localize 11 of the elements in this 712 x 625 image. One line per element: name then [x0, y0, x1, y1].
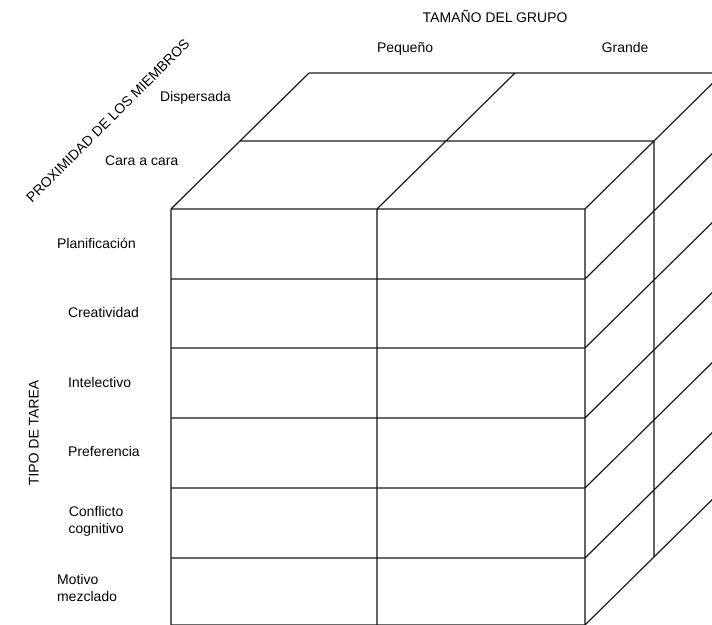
axis-label: TIPO DE TAREA	[26, 378, 42, 488]
axis-label: TAMAÑO DEL GRUPO	[422, 9, 568, 26]
row-label: Intelectivo	[68, 374, 132, 391]
row-label: Conflicto cognitivo	[67, 503, 125, 537]
row-label: Motivo mezclado	[57, 571, 118, 605]
row-label: Planificación	[57, 235, 137, 252]
column-label: Grande	[600, 39, 650, 56]
column-label: Pequeño	[376, 39, 434, 56]
row-label: Cara a cara	[105, 152, 180, 169]
row-label: Preferencia	[68, 443, 141, 460]
row-label: Creatividad	[68, 304, 140, 321]
